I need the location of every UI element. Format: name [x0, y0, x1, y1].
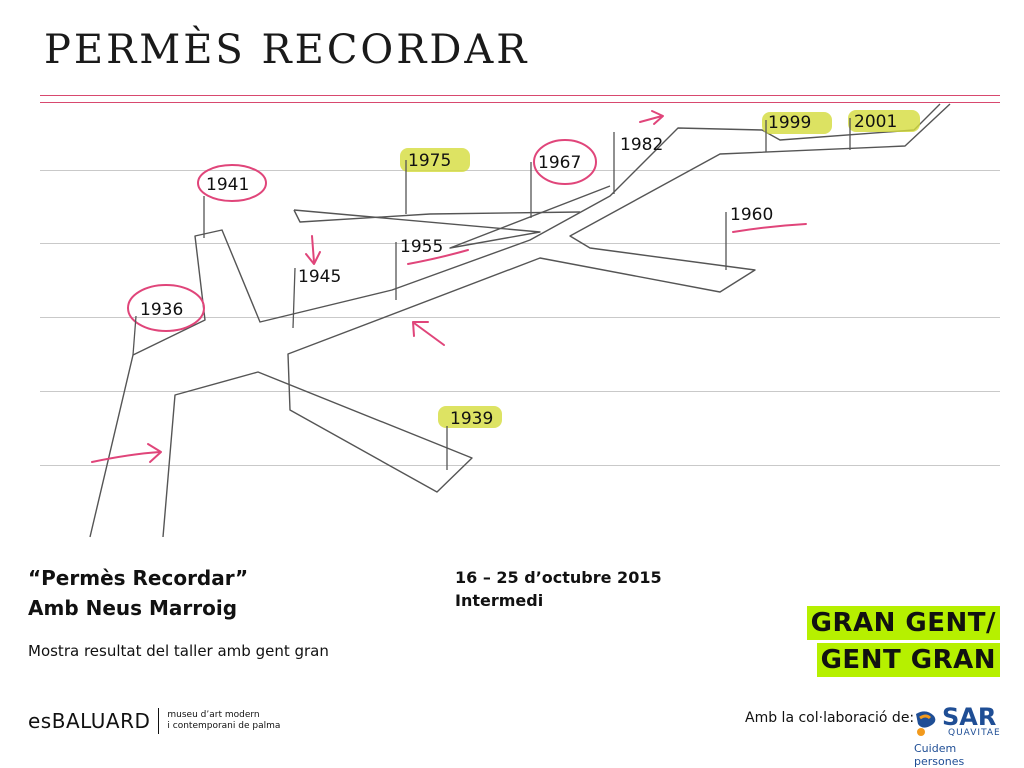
- museum-logo-word: esBALUARD: [28, 709, 151, 733]
- year-1939: 1939: [450, 409, 493, 429]
- staff-line: [40, 465, 1000, 466]
- museum-line-1: museu d’art modern: [167, 710, 260, 720]
- staff-line: [40, 317, 1000, 318]
- highlight-1999: [762, 112, 832, 134]
- museum-line-2: i contemporani de palma: [167, 721, 281, 731]
- museum-logo[interactable]: esBALUARD museu d’art modern i contempor…: [28, 708, 280, 734]
- circle-1967: [533, 139, 597, 185]
- event-venue: Intermedi: [455, 591, 544, 610]
- year-1982: 1982: [620, 135, 663, 155]
- campaign-line-2: GENT GRAN: [816, 643, 1000, 677]
- year-1967: 1967: [538, 153, 581, 173]
- partner-logo-icon: [916, 711, 936, 736]
- year-1960: 1960: [730, 205, 773, 225]
- year-1941: 1941: [206, 175, 249, 195]
- highlight-2001: [848, 110, 920, 132]
- event-subtitle: Amb Neus Marroig: [28, 596, 238, 620]
- underline-1960: [732, 223, 807, 233]
- event-dates: 16 – 25 d’octubre 2015: [455, 568, 662, 587]
- highlight-1975: [400, 148, 470, 172]
- partner-logo[interactable]: SAR QUAVITAE Cuidem persones: [910, 703, 1006, 768]
- year-2001: 2001: [854, 112, 897, 132]
- campaign-line-1: GRAN GENT/: [806, 606, 1000, 640]
- event-title: “Permès Recordar”: [28, 566, 249, 590]
- partner-name: SAR: [942, 703, 997, 731]
- stem-1945: [292, 267, 296, 329]
- year-1936: 1936: [140, 300, 183, 320]
- year-1945: 1945: [298, 267, 341, 287]
- year-1955: 1955: [400, 237, 443, 257]
- title-rule-top: [40, 95, 1000, 96]
- circle-1936: [127, 284, 205, 332]
- event-description: Mostra resultat del taller amb gent gran: [28, 642, 329, 660]
- partner-tagline: Cuidem persones: [914, 742, 965, 768]
- museum-logo-caption: museu d’art modern i contemporani de pal…: [167, 710, 280, 732]
- year-1999: 1999: [768, 113, 811, 133]
- stem-1936: [132, 315, 137, 356]
- logo-divider: [158, 708, 160, 734]
- partner-subname: QUAVITAE: [948, 728, 1001, 738]
- poster-title: PERMÈS RECORDAR: [44, 27, 530, 73]
- arrow-down-icon: [305, 235, 321, 265]
- underline-1955: [407, 249, 469, 265]
- timeline-drawing: 1936 1939 1941 1945 1955 1960 1967 1975 …: [89, 103, 951, 538]
- staff-line: [40, 391, 1000, 392]
- year-1975: 1975: [408, 151, 451, 171]
- arrow-up-left-icon: [412, 321, 445, 346]
- staff-line: [40, 170, 1000, 171]
- title-rule-bottom: [40, 102, 1000, 103]
- arrow-right-icon: [91, 443, 162, 463]
- highlight-1939: [438, 406, 502, 428]
- road-outline: [89, 103, 951, 538]
- arrow-right-small-icon: [639, 110, 664, 125]
- circle-1941: [197, 164, 267, 202]
- collaboration-label: Amb la col·laboració de:: [745, 710, 915, 726]
